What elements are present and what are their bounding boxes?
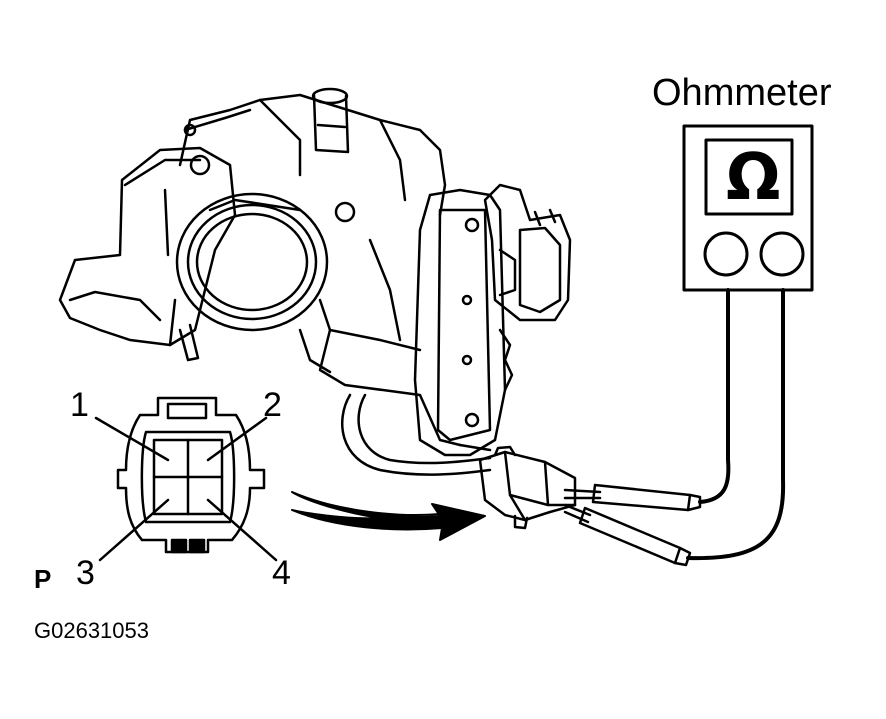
test-probes: [563, 483, 702, 567]
pin-label-1: 1: [70, 386, 89, 424]
connector-face-view: [94, 396, 278, 562]
pin2-leader: [206, 416, 268, 462]
pin3-leader: [98, 498, 170, 562]
ohmmeter-terminal-right: [759, 231, 805, 277]
ohmmeter-body: [682, 124, 814, 292]
connector-view-letter: P: [34, 564, 52, 594]
ohmmeter: [682, 124, 814, 292]
ohmmeter-display: [704, 138, 794, 216]
pin1-leader: [94, 416, 170, 462]
harness-connector: [478, 445, 577, 530]
direction-arrow: [291, 491, 486, 541]
pin-label-3: 3: [76, 554, 95, 592]
pin-label-4: 4: [272, 554, 291, 592]
pin4-leader: [206, 498, 278, 562]
figure-code: G02631053: [34, 618, 149, 643]
sensor-harness: [341, 393, 492, 476]
ohmmeter-leads: [686, 288, 786, 561]
ohm-symbol-icon: Ω: [726, 141, 781, 215]
ohmmeter-title: Ohmmeter: [652, 72, 832, 114]
ohmmeter-terminal-left: [703, 231, 749, 277]
connector-housing: [116, 396, 266, 554]
throttle-body-illustration: [58, 87, 572, 457]
connector-latch: [166, 402, 208, 420]
pin-label-2: 2: [263, 386, 282, 424]
